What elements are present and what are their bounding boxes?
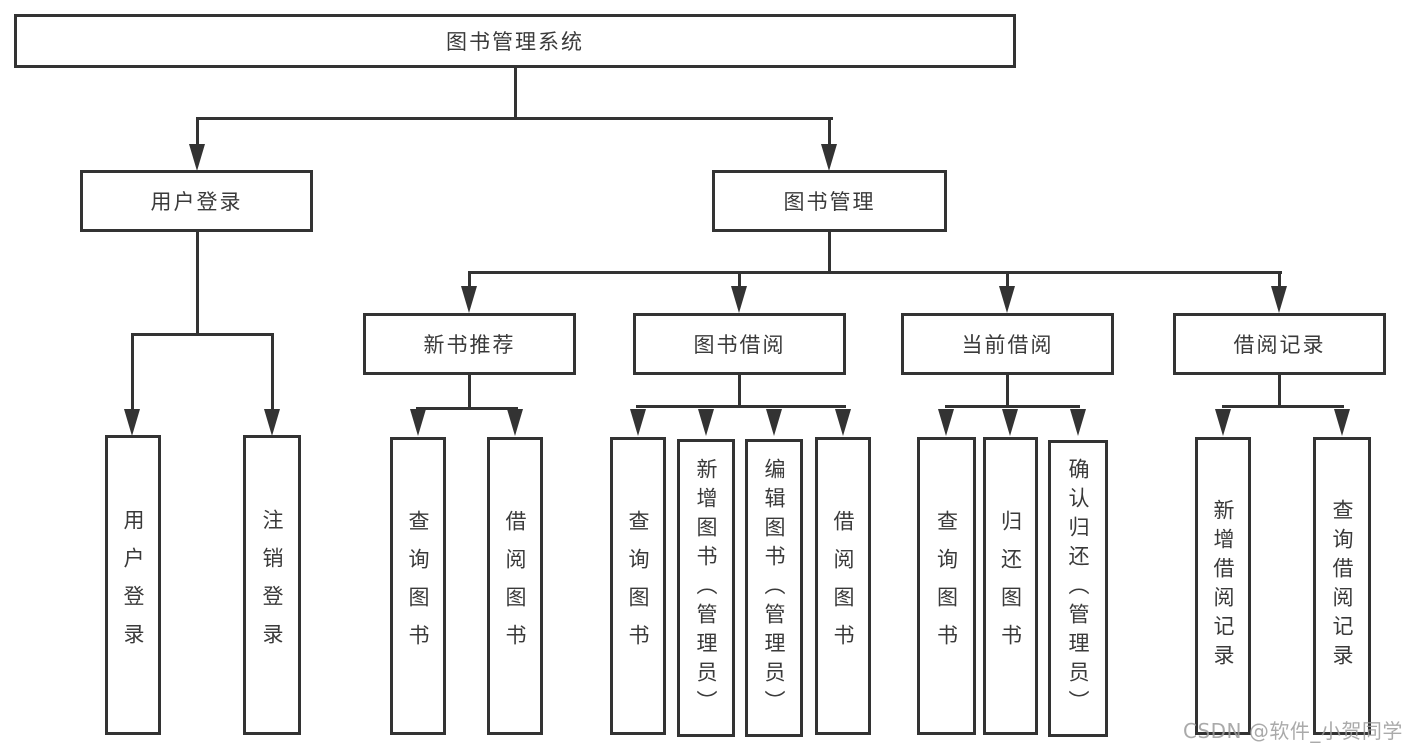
arrow-to-login-v [124,409,140,436]
connector-root-stem [514,66,517,120]
arrow-B3 [766,409,782,436]
connector-level2-rail [196,117,833,120]
arrow-to-logout-v [264,409,280,436]
node-box-login-leaf: 用户登录 [105,435,161,735]
node-label-user-login: 用户登录 [150,190,243,214]
connector-book-mgmt-down [828,232,831,274]
node-label-C-confirm-return-admin: 确认归还（管理员） [1066,458,1090,719]
connector-groupA-down [468,375,471,410]
arrow-B2 [698,409,714,436]
arrow-to-newbook [461,286,477,313]
node-box-B-add-book-admin: 新增图书（管理员） [677,439,735,737]
arrow-to-records [1271,286,1287,313]
node-label-login-leaf: 用户登录 [121,509,145,661]
node-label-current-borrow: 当前借阅 [961,333,1054,357]
arrow-D2 [1334,409,1350,436]
arrow-A2 [507,409,523,436]
arrow-to-borrowmod [731,286,747,313]
arrow-to-user-login [189,144,205,171]
node-box-D-query-borrow-record: 查询借阅记录 [1313,437,1371,735]
arrow-to-current [999,286,1015,313]
node-label-A-borrow-book: 借阅图书 [503,510,527,662]
csdn-watermark: CSDN @软件_小贺同学 [1183,719,1403,743]
connector-logout-v-stem [271,333,274,411]
node-label-D-query-borrow-record: 查询借阅记录 [1330,499,1354,673]
connector-groupD-rail [1222,405,1344,408]
arrow-A1 [410,409,426,436]
arrow-D1 [1215,409,1231,436]
arrow-C2 [1002,409,1018,436]
node-box-logout-leaf: 注销登录 [243,435,301,735]
arrow-B4 [835,409,851,436]
connector-groupA-rail [416,407,518,410]
connector-groupB-down [738,375,741,407]
connector-borrowmod-stem [738,271,741,291]
node-box-book-mgmt: 图书管理 [712,170,947,232]
node-label-B-query-book: 查询图书 [626,510,650,662]
node-box-A-borrow-book: 借阅图书 [487,437,543,735]
connector-book-mgmt-stem [828,117,831,149]
node-box-new-book-rec: 新书推荐 [363,313,576,375]
node-box-root: 图书管理系统 [14,14,1016,68]
node-label-B-add-book-admin: 新增图书（管理员） [694,457,718,719]
node-box-C-confirm-return-admin: 确认归还（管理员） [1048,440,1108,737]
node-label-root: 图书管理系统 [446,30,584,54]
arrow-B1 [630,409,646,436]
connector-records-stem [1278,271,1281,291]
node-label-book-borrow: 图书借阅 [693,333,786,357]
node-label-borrow-records: 借阅记录 [1233,333,1326,357]
node-box-D-add-borrow-record: 新增借阅记录 [1195,437,1251,735]
connector-newbook-stem [468,271,471,291]
node-label-new-book-rec: 新书推荐 [423,333,516,357]
connector-groupC-rail [945,405,1080,408]
arrow-C1 [938,409,954,436]
connector-user-login-stem [196,117,199,149]
arrow-C3 [1070,409,1086,436]
node-box-user-login: 用户登录 [80,170,313,232]
node-box-book-borrow: 图书借阅 [633,313,846,375]
node-label-B-borrow-book: 借阅图书 [831,510,855,662]
node-box-A-query-book: 查询图书 [390,437,446,735]
connector-user-login-rail [131,333,274,336]
node-label-C-query-book: 查询图书 [934,510,959,662]
connector-level3-rail [468,271,1282,274]
node-label-B-edit-book-admin: 编辑图书（管理员） [762,457,786,719]
node-label-A-query-book: 查询图书 [406,510,430,662]
node-box-borrow-records: 借阅记录 [1173,313,1386,375]
node-box-B-edit-book-admin: 编辑图书（管理员） [745,439,803,737]
node-box-C-return-book: 归还图书 [983,437,1038,735]
connector-current-stem [1006,271,1009,291]
connector-groupC-down [1006,375,1009,407]
node-label-logout-leaf: 注销登录 [260,509,284,661]
node-label-book-mgmt: 图书管理 [783,190,876,214]
connector-groupD-down [1278,375,1281,407]
node-box-C-query-book: 查询图书 [917,437,976,735]
node-box-B-query-book: 查询图书 [610,437,666,735]
node-label-C-return-book: 归还图书 [998,510,1023,662]
node-box-B-borrow-book: 借阅图书 [815,437,871,735]
connector-user-login-down [196,232,199,335]
arrow-to-book-mgmt [821,144,837,171]
node-box-current-borrow: 当前借阅 [901,313,1114,375]
node-label-D-add-borrow-record: 新增借阅记录 [1211,499,1235,673]
connector-groupB-rail [636,405,846,408]
connector-login-v-stem [131,333,134,411]
